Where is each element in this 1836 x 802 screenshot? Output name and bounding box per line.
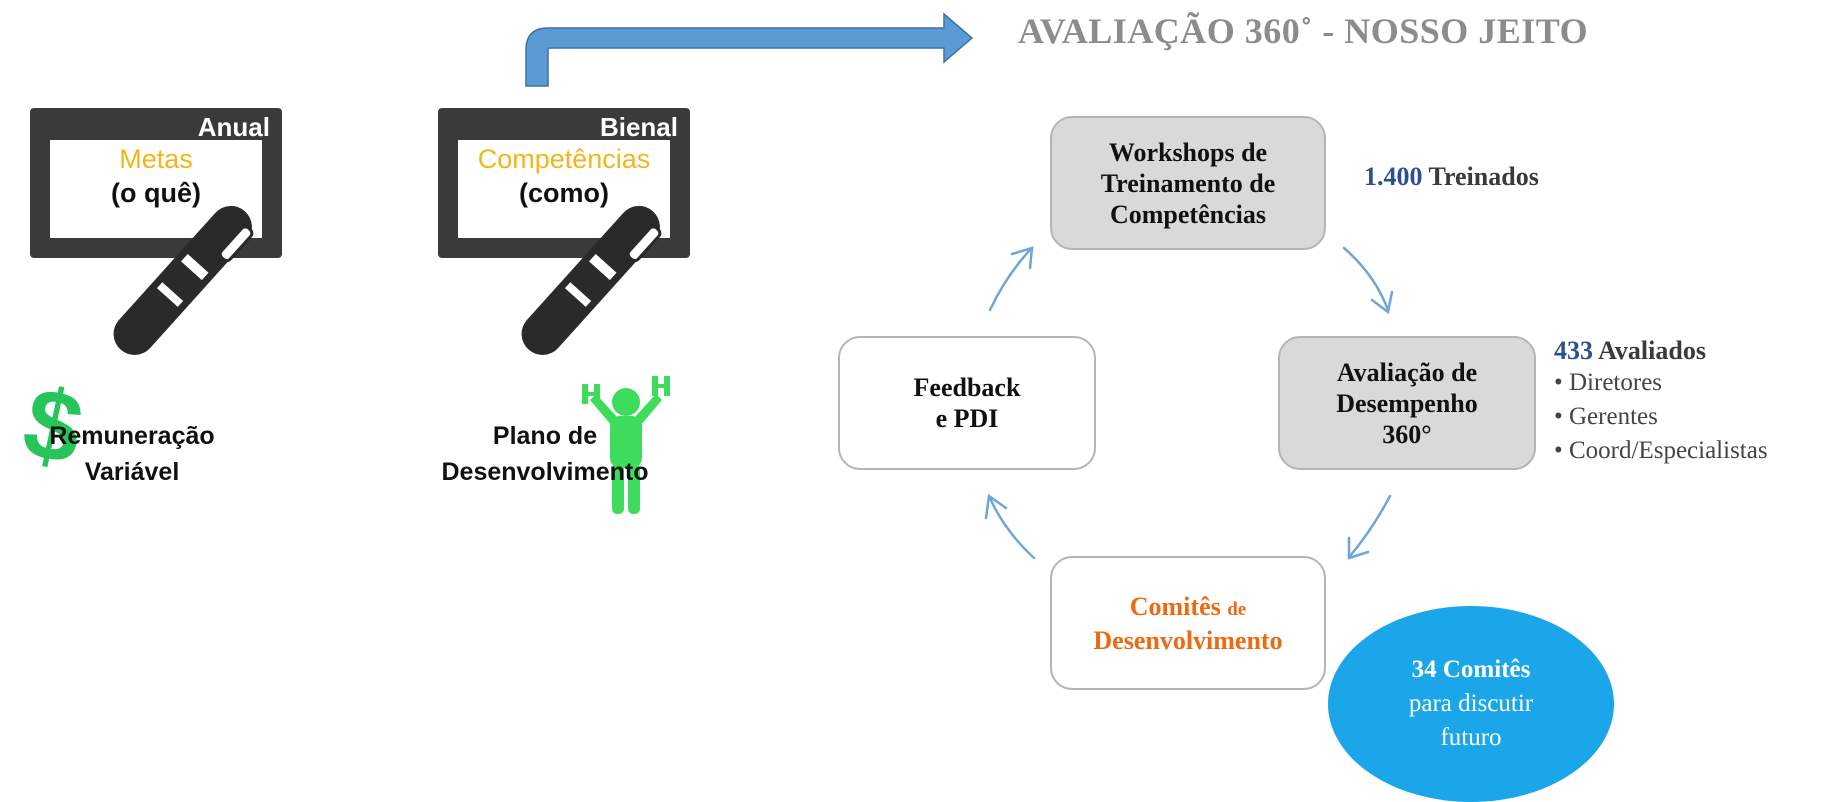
cycle-arrow-head	[1010, 246, 1034, 270]
metas-label: Metas	[119, 144, 193, 174]
cycle-arrow	[988, 496, 1036, 560]
dollar-icon: $	[14, 382, 92, 472]
box-line: Desenvolvimento	[1093, 625, 1283, 655]
box-line: Avaliação de	[1336, 357, 1478, 387]
box-line: e PDI	[935, 404, 999, 433]
box-line: 360°	[1382, 419, 1432, 449]
bubble-line: 34 Comitês	[1411, 656, 1531, 683]
elbow-arrow	[525, 12, 974, 87]
metas-sub-label: (o quê)	[111, 178, 201, 208]
comites-bubble: 34 Comitês para discutir futuro	[1328, 606, 1614, 802]
avaliados-stat: 433 Avaliados • Diretores • Gerentes • C…	[1554, 336, 1768, 468]
feedback-box: Feedback e PDI	[838, 336, 1096, 470]
plano-caption: Plano de Desenvolvimento	[432, 418, 658, 490]
cycle-arrow-head	[984, 493, 1008, 520]
cycle-arrow-head	[1347, 536, 1370, 560]
comites-label: Comitês	[1129, 591, 1221, 621]
annual-label: Anual	[197, 112, 270, 142]
avaliacao-box: Avaliação de Desempenho 360°	[1278, 336, 1536, 470]
cycle-arrow	[1342, 246, 1390, 312]
workshops-box: Workshops de Treinamento de Competências	[1050, 116, 1326, 250]
avaliados-label: Avaliados	[1598, 336, 1706, 365]
biennial-board: Bienal Competências (como)	[438, 108, 690, 258]
bullet-item: • Coord/Especialistas	[1554, 437, 1768, 464]
cycle-arrow	[1348, 494, 1392, 558]
treinados-label: Treinados	[1428, 162, 1539, 191]
caption-line: Plano de	[492, 422, 598, 450]
box-line: Competências	[1110, 199, 1266, 229]
bullet-item: • Gerentes	[1554, 403, 1658, 430]
avaliados-number: 433	[1554, 336, 1593, 365]
treinados-number: 1.400	[1364, 162, 1423, 191]
pen-icon	[521, 205, 662, 355]
box-line: Workshops de	[1108, 137, 1268, 167]
box-line: Feedback	[913, 373, 1021, 402]
caption-line: Variável	[84, 458, 180, 486]
cycle-arrow-head	[1370, 290, 1394, 315]
box-line: Treinamento de	[1100, 168, 1276, 198]
treinados-stat: 1.400 Treinados	[1364, 162, 1539, 192]
bubble-line: futuro	[1440, 724, 1502, 751]
competencias-label: Competências	[477, 144, 651, 174]
page-title: AVALIAÇÃO 360˚ - NOSSO JEITO	[1018, 11, 1589, 51]
bubble-line: para discutir	[1408, 690, 1534, 717]
box-line: Desempenho	[1336, 388, 1478, 418]
caption-line: Remuneração	[49, 422, 215, 450]
comites-box: Comitês de Desenvolvimento	[1050, 556, 1326, 690]
annual-board: Anual Metas (o quê)	[30, 108, 282, 258]
remuneracao-caption: Remuneração Variável	[32, 418, 232, 490]
bullet-item: • Diretores	[1554, 369, 1663, 396]
weightlifter-icon	[582, 376, 670, 514]
cycle-arrow	[988, 248, 1032, 312]
caption-line: Desenvolvimento	[441, 458, 649, 486]
biennial-label: Bienal	[599, 112, 678, 142]
pen-icon	[113, 205, 254, 355]
competencias-sub-label: (como)	[519, 178, 609, 208]
comites-de-label: de	[1227, 598, 1247, 620]
